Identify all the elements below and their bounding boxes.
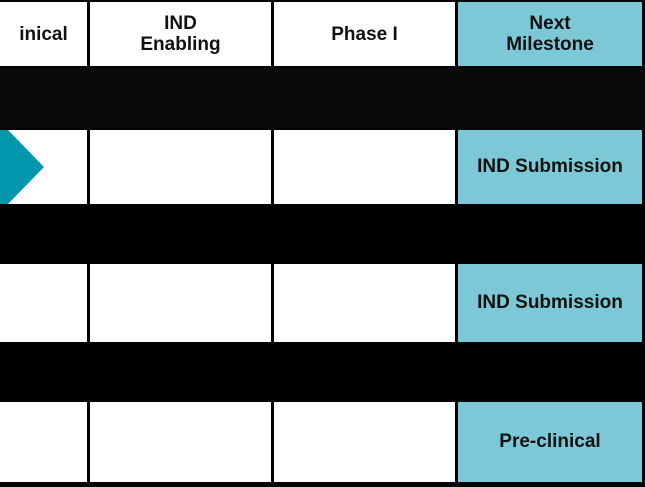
header-ind-enabling: IND Enabling: [90, 2, 271, 66]
header-phase-1-label: Phase I: [331, 23, 398, 45]
row-3-phase-1-cell: [274, 402, 455, 482]
row-2-next-milestone: IND Submission: [458, 264, 642, 342]
row-2-ind-enabling-cell: [90, 264, 271, 342]
header-next-milestone: Next Milestone: [458, 2, 642, 66]
row-2-preclinical-cell: [0, 264, 87, 342]
row-3-ind-enabling-cell: [90, 402, 271, 482]
row-2-phase-1-cell: [274, 264, 455, 342]
header-preclinical-label: inical: [19, 23, 68, 45]
program-band: [0, 344, 645, 400]
row-1-next-milestone: IND Submission: [458, 130, 642, 204]
header-preclinical: inical: [0, 2, 87, 66]
row-2-next-milestone-label: IND Submission: [477, 292, 623, 313]
row-1-next-milestone-label: IND Submission: [477, 156, 623, 177]
row-3-next-milestone: Pre-clinical: [458, 402, 642, 482]
header-ind-enabling-label: IND Enabling: [140, 13, 221, 55]
header-phase-1: Phase I: [274, 2, 455, 66]
row-3-preclinical-cell: [0, 402, 87, 482]
row-1-ind-enabling-cell: [90, 130, 271, 204]
program-band: [0, 206, 645, 262]
row-1-phase-1-cell: [274, 130, 455, 204]
progress-arrow-shape: [0, 130, 44, 204]
progress-arrow-row-1: [0, 130, 44, 204]
header-next-milestone-label: Next Milestone: [506, 13, 594, 55]
row-3-next-milestone-label: Pre-clinical: [499, 431, 601, 452]
program-band: [0, 68, 645, 128]
